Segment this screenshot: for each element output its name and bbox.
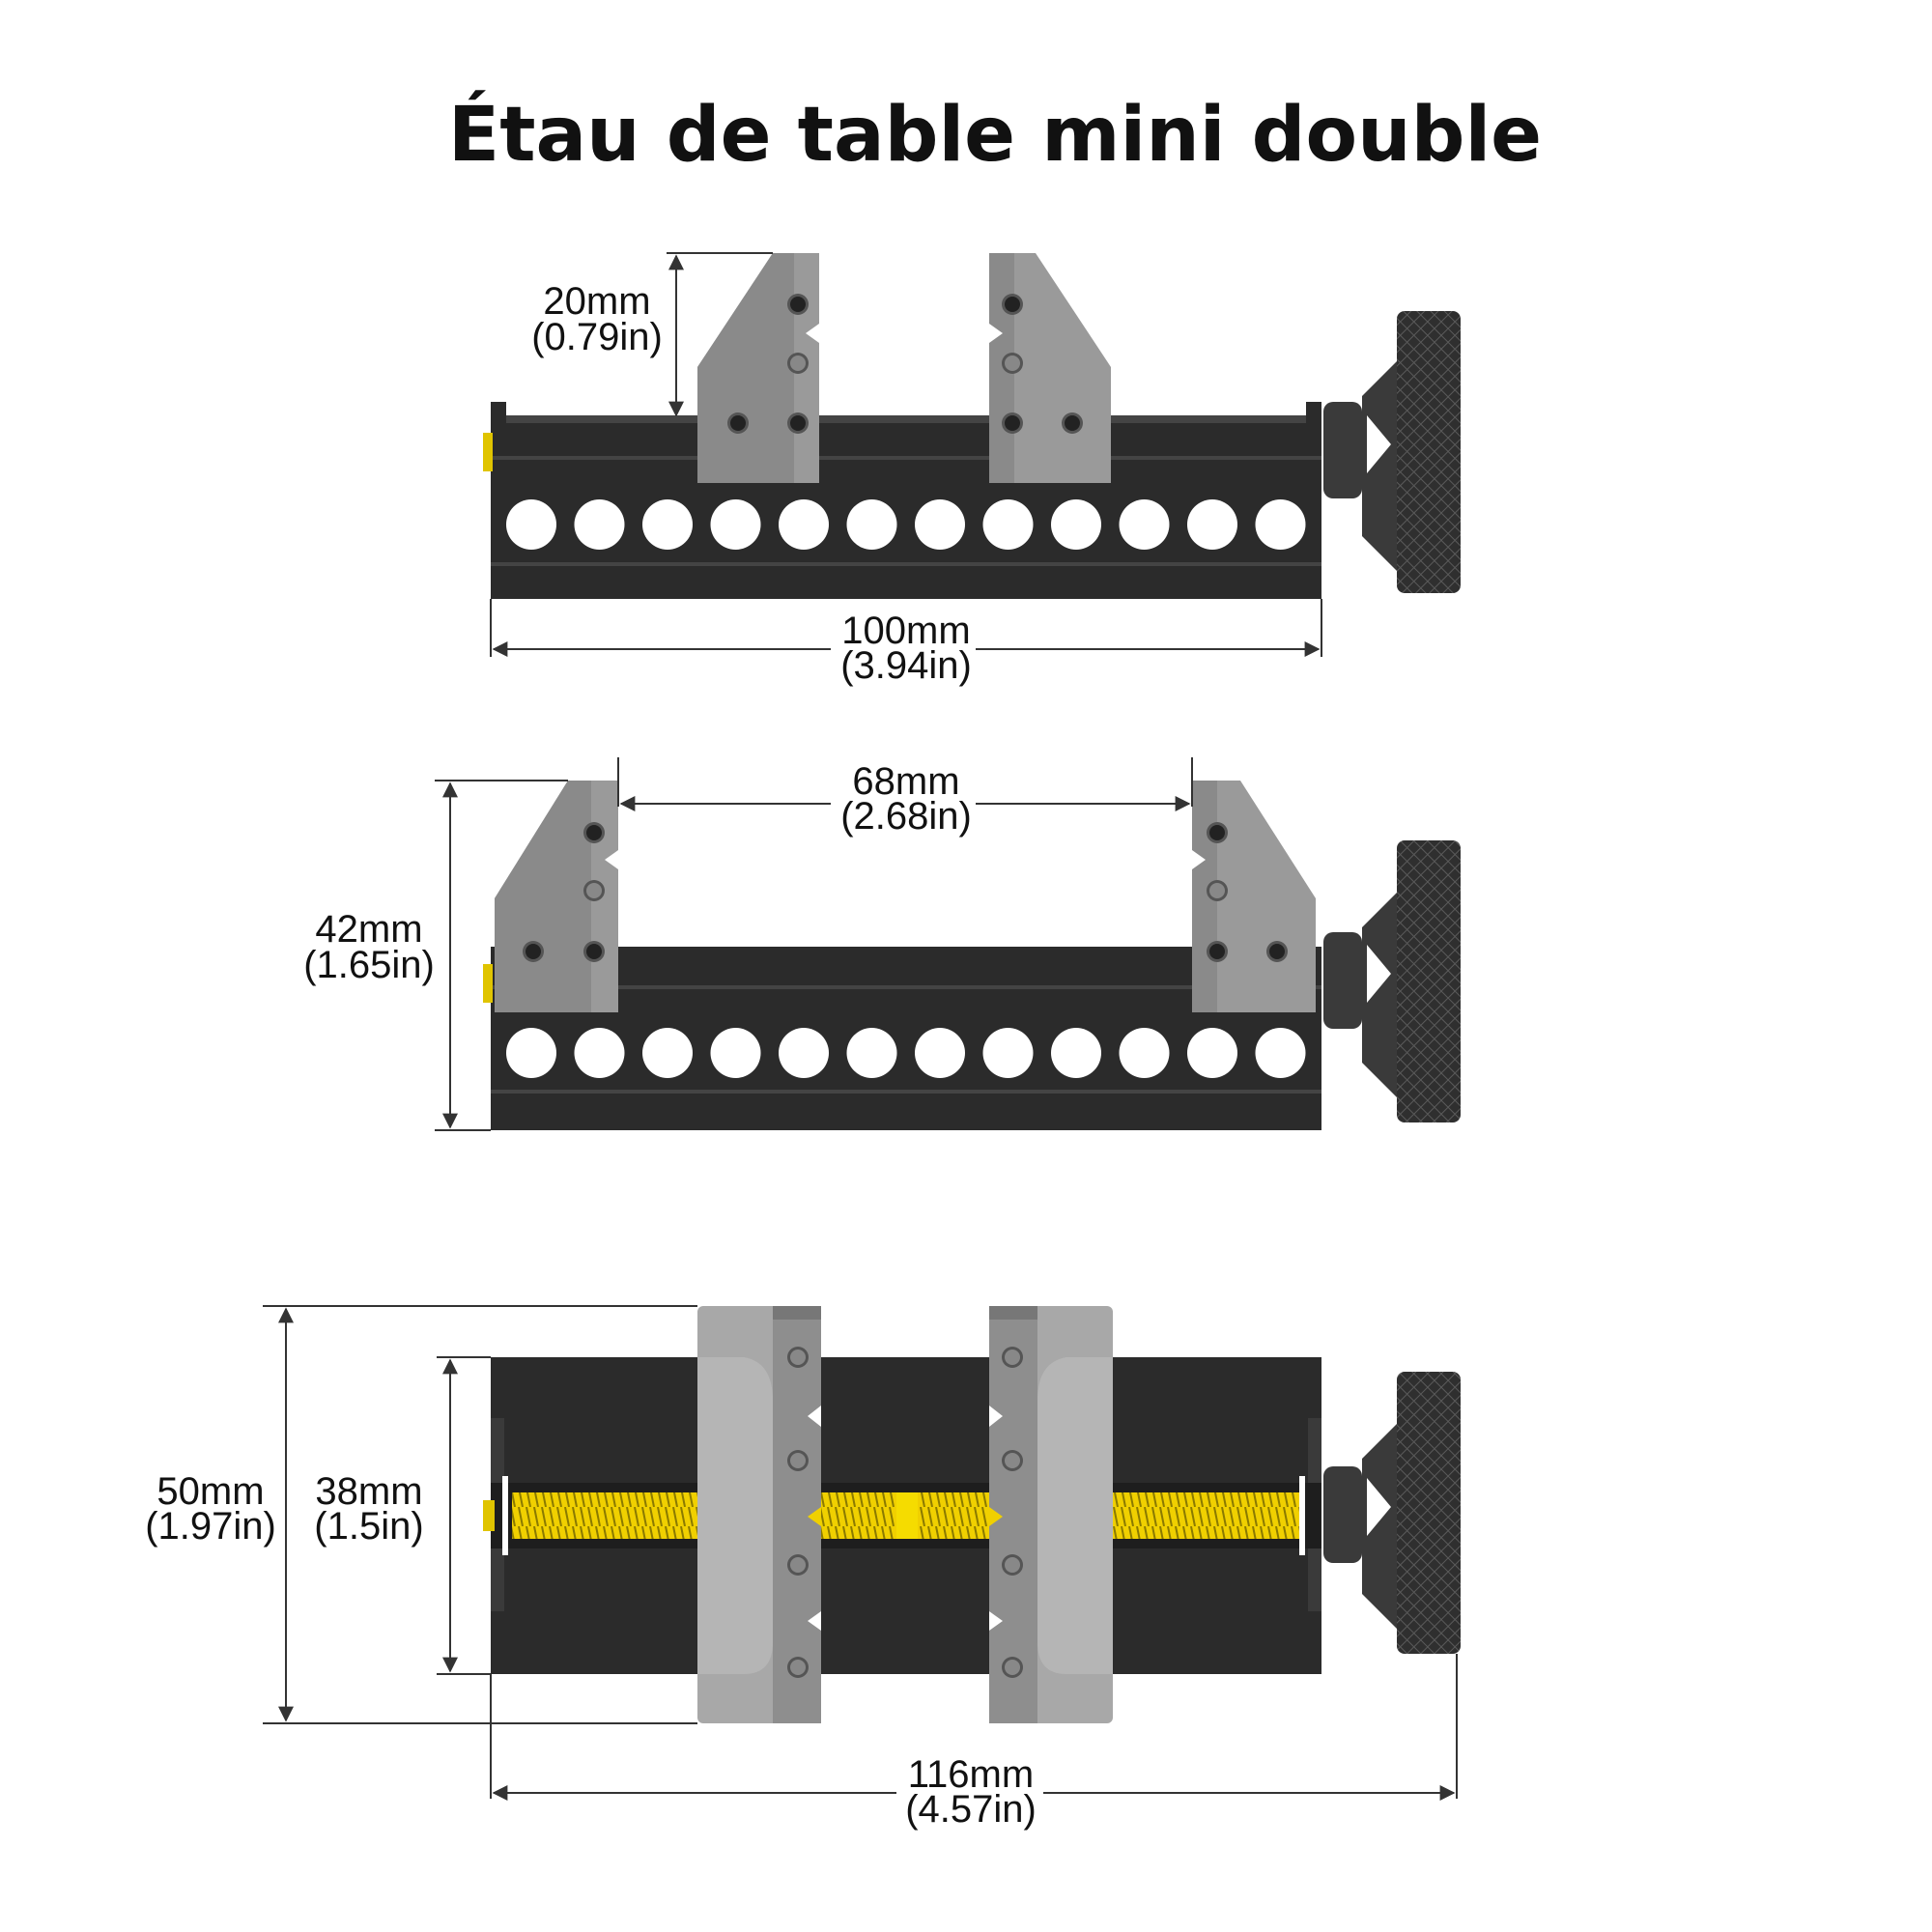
hole-row — [506, 499, 1306, 550]
left-jaw — [495, 781, 618, 1012]
right-jaw — [989, 1306, 1113, 1723]
dim-jaw-opening-in: (2.68in) — [840, 795, 972, 838]
hole-row — [506, 1028, 1306, 1078]
right-jaw — [1192, 781, 1316, 1012]
base-hole — [1255, 499, 1306, 550]
left-jaw — [697, 1306, 821, 1723]
dim-total-length-mm: 116mm — [908, 1753, 1034, 1796]
dim-jaw-height-mm: 20mm — [543, 280, 650, 323]
base-hole — [642, 1028, 693, 1078]
base-hole — [506, 1028, 556, 1078]
top-view: 50mm (1.97in) 38mm (1.5in) 116mm (4.57in… — [140, 1305, 1461, 1831]
right-jaw — [989, 253, 1111, 483]
base-hole — [1187, 1028, 1237, 1078]
dim-total-width-in: (1.97in) — [145, 1505, 276, 1548]
base-hole — [982, 1028, 1034, 1078]
page-title: Étau de table mini double — [447, 92, 1543, 179]
base-hole — [1255, 1028, 1306, 1078]
base-hole — [779, 1028, 829, 1078]
base-hole — [710, 499, 761, 550]
vise-base — [491, 415, 1321, 599]
base-hole — [1119, 499, 1170, 550]
dim-total-length-in: (4.57in) — [905, 1788, 1037, 1831]
dim-base-width-in: (1.5in) — [314, 1505, 423, 1548]
dim-base-width-mm: 38mm — [315, 1470, 422, 1513]
knurled-knob-icon — [1323, 311, 1461, 593]
dim-total-width-mm: 50mm — [156, 1470, 264, 1513]
left-jaw — [697, 253, 819, 483]
base-hole — [506, 499, 556, 550]
base-hole — [1119, 1028, 1170, 1078]
side-view-closed: 20mm (0.79in) 100mm (3.94in) — [483, 252, 1461, 687]
base-hole — [779, 499, 829, 550]
base-hole — [574, 1028, 625, 1078]
knurled-knob-icon — [1323, 1372, 1461, 1654]
base-hole — [710, 1028, 761, 1078]
base-hole — [915, 499, 965, 550]
base-hole — [574, 499, 625, 550]
side-view-open: 68mm (2.68in) 42mm (1.65in) — [299, 757, 1461, 1131]
base-hole — [915, 1028, 965, 1078]
dim-jaw-opening-mm: 68mm — [852, 760, 959, 803]
knurled-knob-icon — [1323, 840, 1461, 1122]
base-hole — [982, 499, 1034, 550]
dim-base-length-mm: 100mm — [841, 610, 970, 652]
lead-screw-icon — [483, 1492, 1299, 1539]
base-hole — [642, 499, 693, 550]
base-hole — [1051, 1028, 1101, 1078]
dim-base-length-in: (3.94in) — [840, 644, 972, 687]
base-hole — [846, 1028, 897, 1078]
base-hole — [1051, 499, 1101, 550]
dim-total-height-in: (1.65in) — [303, 944, 435, 986]
dim-total-height-mm: 42mm — [315, 908, 422, 951]
vise-base — [491, 947, 1321, 1130]
base-hole — [1187, 499, 1237, 550]
base-hole — [846, 499, 897, 550]
dim-jaw-height-in: (0.79in) — [531, 316, 663, 358]
